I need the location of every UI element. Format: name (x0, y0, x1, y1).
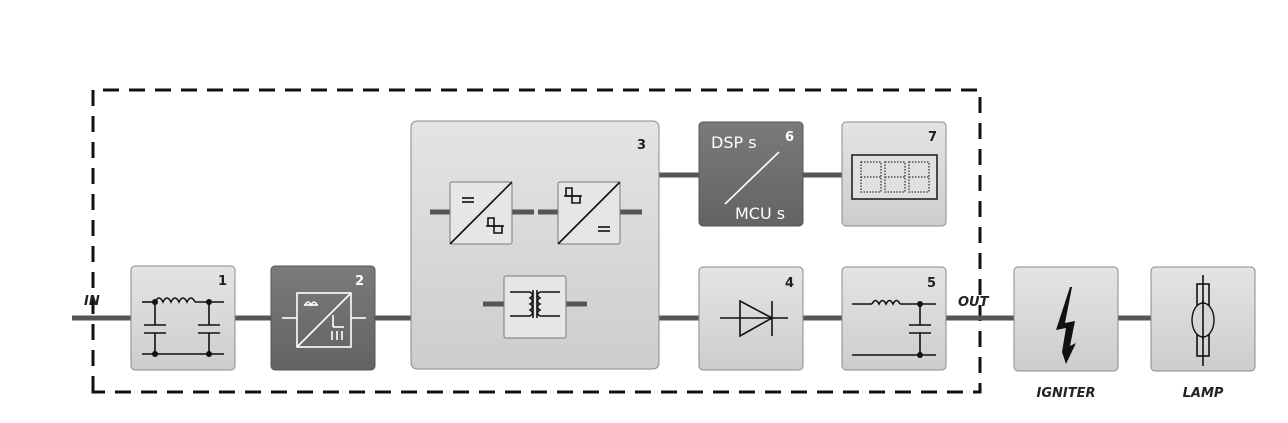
block-igniter[interactable]: IGNITER (1013, 266, 1119, 401)
slash-divider (724, 151, 780, 205)
block-6-number: 6 (785, 130, 794, 145)
dsp-label: DSP s (711, 133, 757, 152)
block-lamp[interactable]: LAMP (1150, 266, 1256, 401)
lc-filter-icon (852, 299, 936, 358)
diode-icon (720, 299, 788, 338)
wires (72, 172, 1151, 321)
block-1-emi-filter[interactable]: 1 (130, 265, 236, 371)
ac-square-wave-icon (564, 187, 582, 204)
lamp-label: LAMP (1183, 386, 1224, 401)
output-label: OUT (958, 295, 990, 310)
block-2-number: 2 (355, 274, 364, 289)
block-1-number: 1 (218, 274, 227, 289)
block-7-display[interactable]: 7 (841, 121, 947, 227)
block-7-number: 7 (928, 130, 937, 145)
igniter-label: IGNITER (1037, 386, 1096, 401)
dc-symbol-icon (598, 226, 610, 232)
ac-dc-converter (538, 181, 642, 245)
input-label: IN (84, 294, 100, 309)
dc-symbol-icon (462, 197, 474, 203)
lightning-bolt-icon (1056, 287, 1076, 364)
ac-square-wave-icon (486, 217, 504, 234)
block-3-isolated-converter[interactable]: 3 (410, 120, 660, 370)
dc-ac-converter (430, 181, 534, 245)
block-6-controller[interactable]: 6 DSP s MCU s (698, 121, 804, 227)
mcu-label: MCU s (735, 204, 785, 223)
block-2-rectifier[interactable]: 2 (270, 265, 376, 371)
ac-dc-converter-icon (282, 292, 366, 348)
lc-filter-icon (142, 297, 224, 357)
block-5-output-filter[interactable]: 5 (841, 266, 947, 371)
block-4-number: 4 (785, 276, 794, 291)
block-4-rectifier-diode[interactable]: 4 (698, 266, 804, 371)
block-5-number: 5 (927, 276, 936, 291)
seven-segment-display-icon (851, 154, 938, 200)
transformer (483, 275, 587, 339)
transformer-icon (510, 290, 560, 318)
lamp-icon (1191, 275, 1215, 366)
block-3-number: 3 (637, 138, 646, 153)
